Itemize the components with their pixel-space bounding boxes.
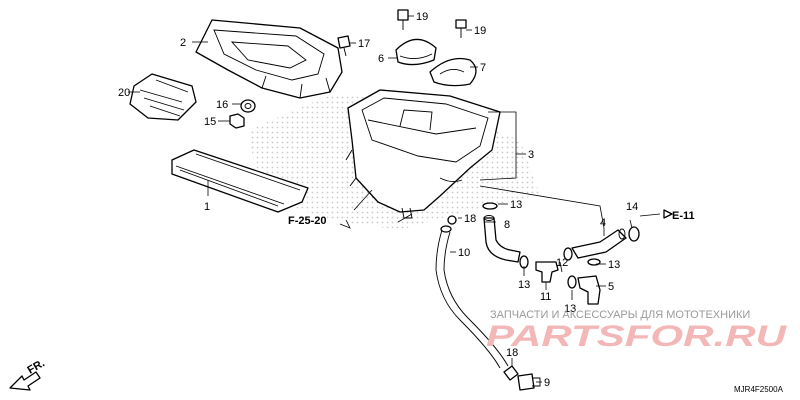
- callout-18-lower: 18: [506, 347, 518, 359]
- callout-5: 5: [608, 281, 614, 293]
- part-11-joint: [535, 261, 559, 283]
- part-2-cleaner-cover: [195, 19, 343, 99]
- part-18-clip-upper: [447, 215, 457, 225]
- part-15-nut: [229, 113, 245, 129]
- callout-13-a: 13: [510, 199, 522, 211]
- callout-14: 14: [626, 201, 638, 213]
- watermark: ЗАПЧАСТИ И АКСЕССУАРЫ ДЛЯ МОТОТЕХНИКИ PA…: [486, 309, 788, 353]
- callout-9: 20: [118, 87, 130, 99]
- callout-3: 3: [528, 149, 534, 161]
- callout-19-left: 19: [416, 11, 428, 23]
- part-12-clamp: [563, 247, 573, 261]
- part-4-hose: [571, 228, 627, 259]
- callout-18-upper: 18: [464, 213, 476, 225]
- part-20-drain-tube: [435, 225, 509, 369]
- part-18-clip-lower: [503, 365, 519, 381]
- leader-lines: [128, 15, 661, 383]
- callout-16: 16: [216, 99, 228, 111]
- callout-13-c: 13: [608, 259, 620, 271]
- front-label: FR.: [26, 357, 47, 376]
- callout-15: 15: [204, 116, 216, 128]
- part-8-hose: [483, 215, 521, 263]
- callout-12: 12: [556, 257, 568, 269]
- part-13-clamp-a: [482, 202, 498, 210]
- part-6-cap: [395, 38, 437, 66]
- part-7-cover: [429, 57, 477, 87]
- part-19-bolt-right: [455, 19, 467, 38]
- part-14-clamp: [628, 226, 640, 242]
- part-16-grommet: [240, 99, 256, 113]
- part-1-air-filter: [171, 149, 309, 213]
- watermark-logo-text: PARTSFOR.RU: [486, 320, 788, 353]
- callout-19-right: 19: [474, 25, 486, 37]
- callout-4: 4: [600, 217, 606, 229]
- callout-7: 7: [480, 62, 486, 74]
- callout-1: 1: [204, 201, 210, 213]
- callout-20: 10: [458, 247, 470, 259]
- callout-labels: 2 20 16 15 17 19 19 6 7 3 1 13 8 18 10 1…: [118, 11, 638, 389]
- callout-11: 11: [540, 291, 551, 303]
- callout-13-b: 13: [518, 279, 530, 291]
- front-arrow-icon: FR.: [9, 357, 47, 391]
- ref-f-25-20: F-25-20: [288, 215, 327, 227]
- watermark-tagline: ЗАПЧАСТИ И АКСЕССУАРЫ ДЛЯ МОТОТЕХНИКИ: [490, 309, 750, 321]
- part-5-elbow-hose: [577, 275, 601, 305]
- part-13-clamp-c: [587, 258, 601, 266]
- ref-f-25-20-arrow: [339, 219, 351, 229]
- part-17-bolt: [337, 35, 351, 57]
- ref-e-11-arrow-icon: [663, 209, 673, 219]
- part-3-cleaner-case: [345, 89, 501, 219]
- diagram-code: MJR4F2500A: [734, 385, 784, 394]
- part-13-clamp-d: [567, 275, 577, 289]
- callout-6: 6: [378, 53, 384, 65]
- ref-e-11: E-11: [672, 210, 695, 222]
- callout-8: 8: [504, 219, 510, 231]
- part-19-bolt-left: [397, 9, 409, 30]
- callout-2: 2: [180, 37, 186, 49]
- callout-10: 9: [544, 377, 550, 389]
- callout-17: 17: [358, 38, 370, 50]
- part-10-plug: [517, 373, 541, 391]
- part-9-intake-duct: [129, 73, 197, 121]
- callout-13-d: 13: [564, 303, 576, 315]
